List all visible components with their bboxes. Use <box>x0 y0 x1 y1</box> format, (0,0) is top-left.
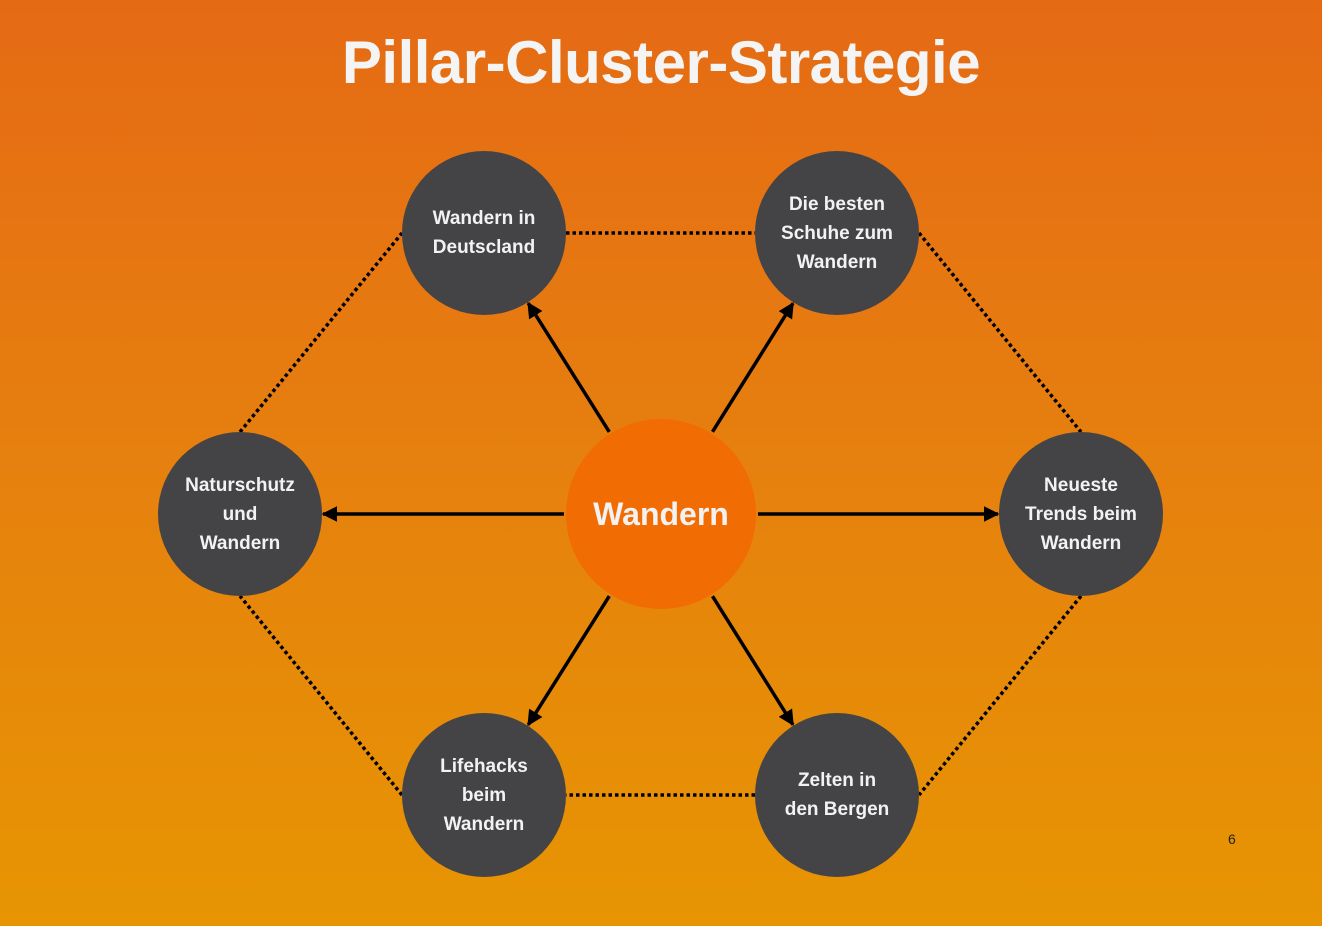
dotted-link-right-bottom-right <box>917 594 1083 797</box>
dotted-link-top-right-right <box>917 231 1083 434</box>
pillar-node: Wandern <box>566 419 756 609</box>
page-number: 6 <box>1228 831 1236 847</box>
arrow-to-top-left <box>526 301 611 433</box>
cluster-label: Neueste Trends beim Wandern <box>1025 474 1137 554</box>
arrow-to-bottom-right <box>711 595 795 726</box>
cluster-label: Wandern in Deutscland <box>432 208 536 258</box>
cluster-node-top-left: Wandern in Deutscland <box>402 151 566 315</box>
pillar-label: Wandern <box>593 495 729 532</box>
cluster-node-right: Neueste Trends beim Wandern <box>999 432 1163 596</box>
cluster-label: Lifehacks beim Wandern <box>440 755 528 835</box>
cluster-node-bottom-right: Zelten in den Bergen <box>755 713 919 877</box>
dotted-link-bottom-left-left <box>238 594 404 797</box>
dotted-link-left-top-left <box>238 231 404 434</box>
cluster-node-bottom-left: Lifehacks beim Wandern <box>402 713 566 877</box>
cluster-label: Die besten Schuhe zum Wandern <box>781 193 893 273</box>
arrow-to-bottom-left <box>526 595 611 727</box>
slide-title: Pillar-Cluster-Strategie <box>341 29 981 96</box>
cluster-label: Naturschutz und Wandern <box>185 474 295 554</box>
cluster-node-top-right: Die besten Schuhe zum Wandern <box>755 151 919 315</box>
cluster-node-left: Naturschutz und Wandern <box>158 432 322 596</box>
arrow-to-top-right <box>711 302 795 433</box>
cluster-label: Zelten in den Bergen <box>784 770 890 820</box>
